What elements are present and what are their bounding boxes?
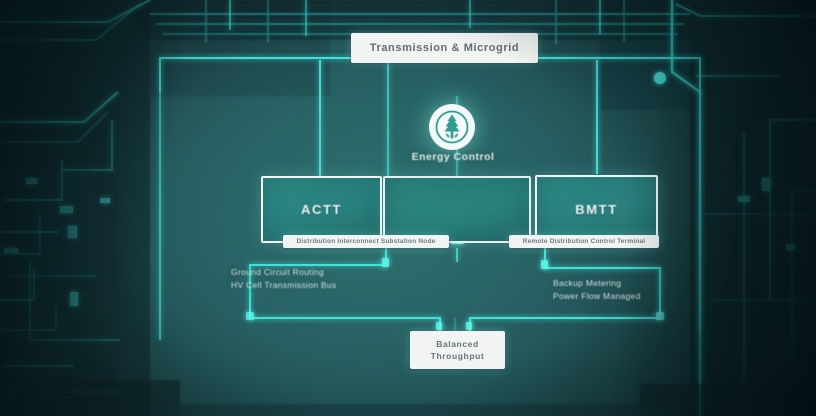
bottom-output-chip: Balanced Throughput [410, 331, 505, 369]
caption-chip-right: Remote Distribution Control Terminal [509, 235, 659, 248]
caption-chip-left: Distribution Interconnect Substation Nod… [283, 235, 449, 248]
title-chip-label: Transmission & Microgrid [369, 42, 520, 54]
tree-badge-icon [429, 104, 475, 150]
bottom-chip-line1: Balanced [436, 339, 479, 349]
node-box-left[interactable]: ACTT [261, 176, 382, 243]
annotation-left: Ground Circuit Routing HV Cell Transmiss… [231, 266, 381, 292]
title-chip: Transmission & Microgrid [351, 33, 538, 63]
annotation-right-line2: Power Flow Managed [553, 291, 641, 301]
annotation-right-line1: Backup Metering [553, 278, 622, 288]
annotation-right: Backup Metering Power Flow Managed [553, 277, 693, 303]
node-box-right-label: BMTT [575, 201, 618, 217]
annotation-left-line1: Ground Circuit Routing [231, 267, 325, 277]
node-box-left-label: ACTT [300, 202, 343, 217]
badge-glyph [435, 110, 469, 144]
annotation-left-line2: HV Cell Transmission Bus [231, 280, 337, 290]
bottom-chip-line2: Throughput [430, 351, 485, 361]
node-box-right[interactable]: BMTT [535, 175, 658, 243]
badge-label: Energy Control [411, 151, 495, 163]
node-box-mid[interactable] [383, 176, 531, 243]
